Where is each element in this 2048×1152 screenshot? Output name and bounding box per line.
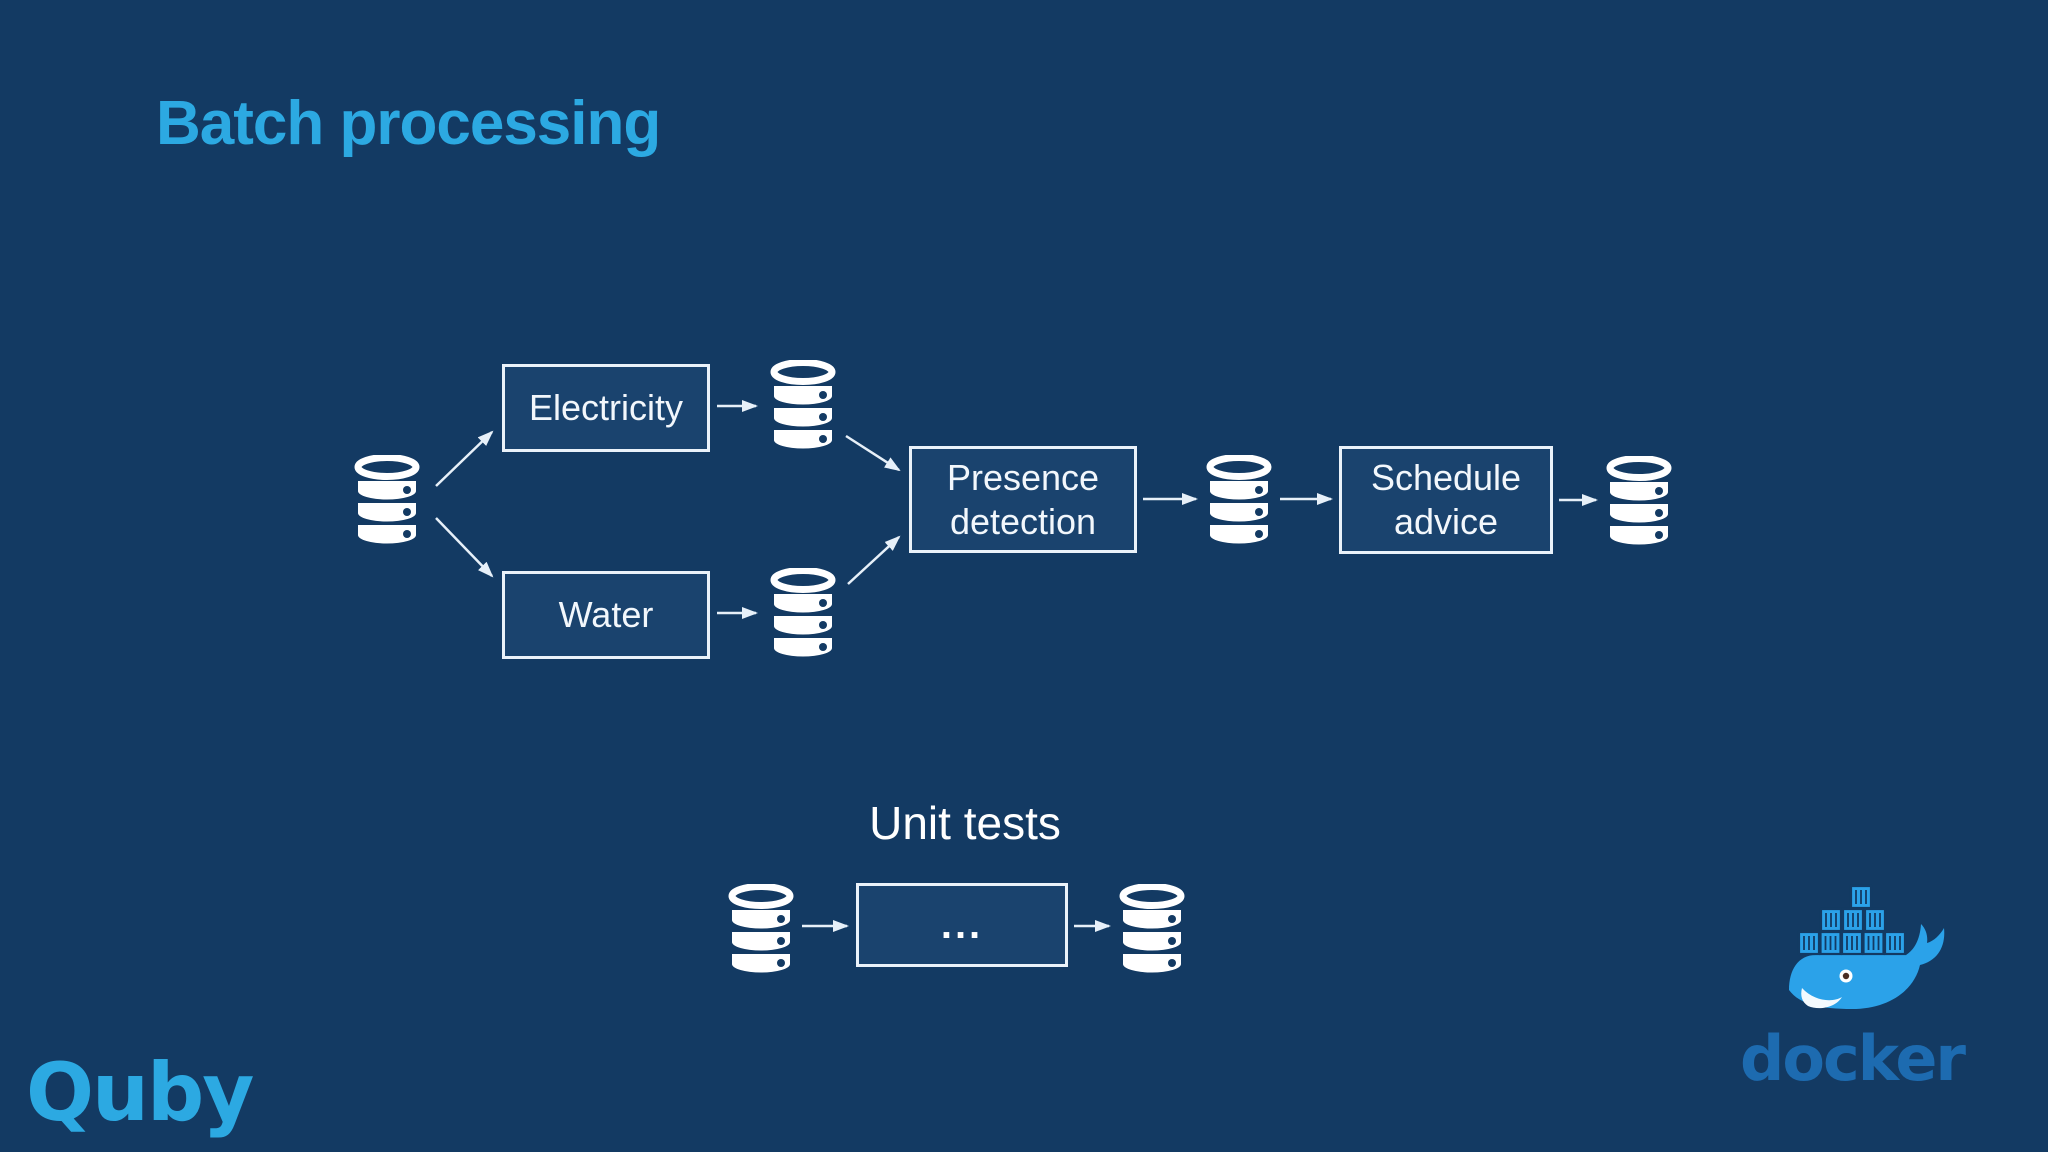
unit-test-input-database-icon [726,884,796,974]
process-box-presence-detection: Presence detection [909,446,1137,553]
arrow-source-to-electricity [435,430,494,487]
database-icon [1606,456,1672,545]
docker-whale-icon [1789,884,1945,1009]
schedule-advice-label: Schedule advice [1370,457,1522,542]
electricity-output-database-icon [768,360,838,450]
database-icon [1119,884,1185,973]
quby-logo: Quby [26,1046,254,1139]
electricity-label: Electricity [528,387,684,429]
database-icon [1206,455,1272,544]
process-box-water: Water [502,571,710,659]
database-icon [354,455,420,544]
database-icon [770,568,836,657]
water-label: Water [558,594,654,636]
docker-logo: docker [1728,878,1976,1092]
source-database-icon [352,455,422,545]
unit-tests-heading: Unit tests [869,797,1061,849]
unit-tests-box: ... [856,883,1068,967]
presence-detection-label: Presence detection [946,456,1100,542]
arrow-source-to-water [435,517,494,578]
unit-tests-box-label: ... [940,902,984,947]
database-icon [728,884,794,973]
docker-logo-text: docker [1740,1022,1966,1092]
arrow-water-db-to-presence [847,535,901,585]
process-box-electricity: Electricity [502,364,710,452]
schedule-output-database-icon [1604,456,1674,546]
unit-test-output-database-icon [1117,884,1187,974]
water-output-database-icon [768,568,838,658]
database-icon [770,360,836,449]
arrow-electricity-db-to-presence [845,434,901,472]
presence-output-database-icon [1204,455,1274,545]
process-box-schedule-advice: Schedule advice [1339,446,1553,554]
page-title: Batch processing [156,89,661,158]
